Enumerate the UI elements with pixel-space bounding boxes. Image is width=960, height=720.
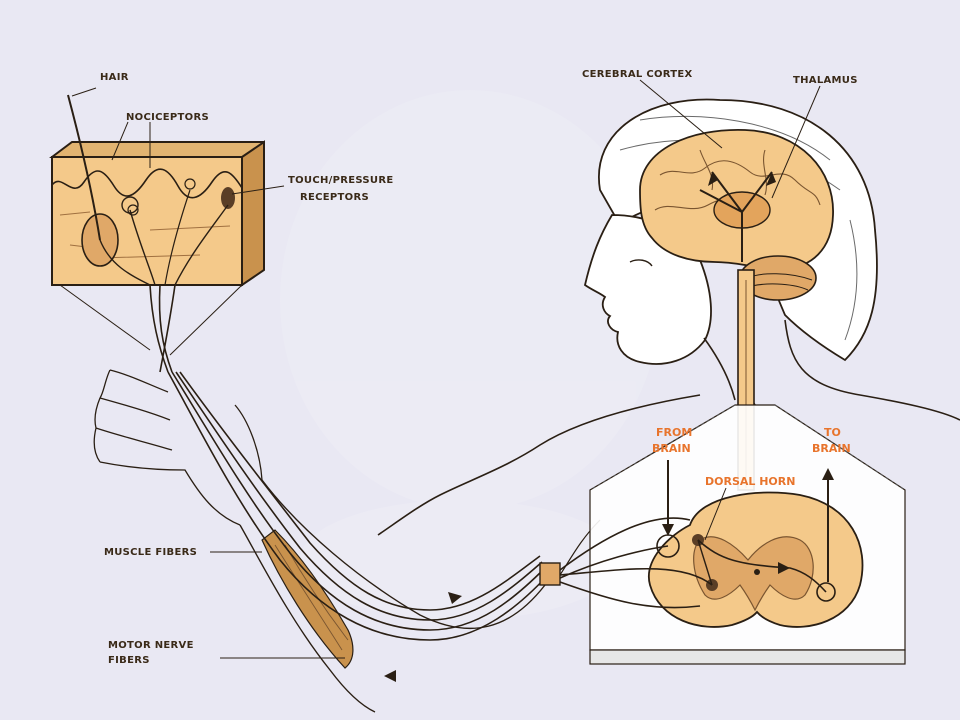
faded-background-figure — [280, 90, 660, 620]
projection-lines — [59, 284, 243, 356]
sensory-nerves-to-finger — [149, 284, 176, 373]
label-motor-nerve: MOTOR NERVE — [108, 640, 194, 651]
label-from-brain: BRAIN — [652, 442, 691, 455]
signal-arrows — [662, 460, 834, 582]
diagram-labels: HAIR NOCICEPTORS TOUCH/PRESSURE RECEPTOR… — [100, 69, 858, 666]
label-motor-nerve-fibers: FIBERS — [108, 655, 150, 666]
label-from: FROM — [656, 426, 692, 439]
label-hair: HAIR — [100, 72, 129, 83]
arm-and-hand — [93, 369, 713, 713]
label-receptors: RECEPTORS — [300, 192, 369, 203]
label-dorsal-horn: DORSAL HORN — [705, 475, 795, 488]
label-muscle-fibers: MUSCLE FIBERS — [104, 547, 197, 558]
brain — [639, 129, 834, 301]
spinal-cord-cross-section — [589, 404, 906, 665]
label-nociceptors: NOCICEPTORS — [126, 112, 209, 123]
hair-strand — [67, 94, 101, 241]
label-to: TO — [824, 426, 841, 439]
label-cerebral-cortex: CEREBRAL CORTEX — [582, 69, 693, 80]
skin-cross-section — [49, 140, 265, 287]
leader-lines — [71, 79, 821, 659]
label-to-brain: BRAIN — [812, 442, 851, 455]
label-thalamus: THALAMUS — [793, 75, 858, 86]
label-touch-pressure: TOUCH/PRESSURE — [288, 175, 393, 186]
